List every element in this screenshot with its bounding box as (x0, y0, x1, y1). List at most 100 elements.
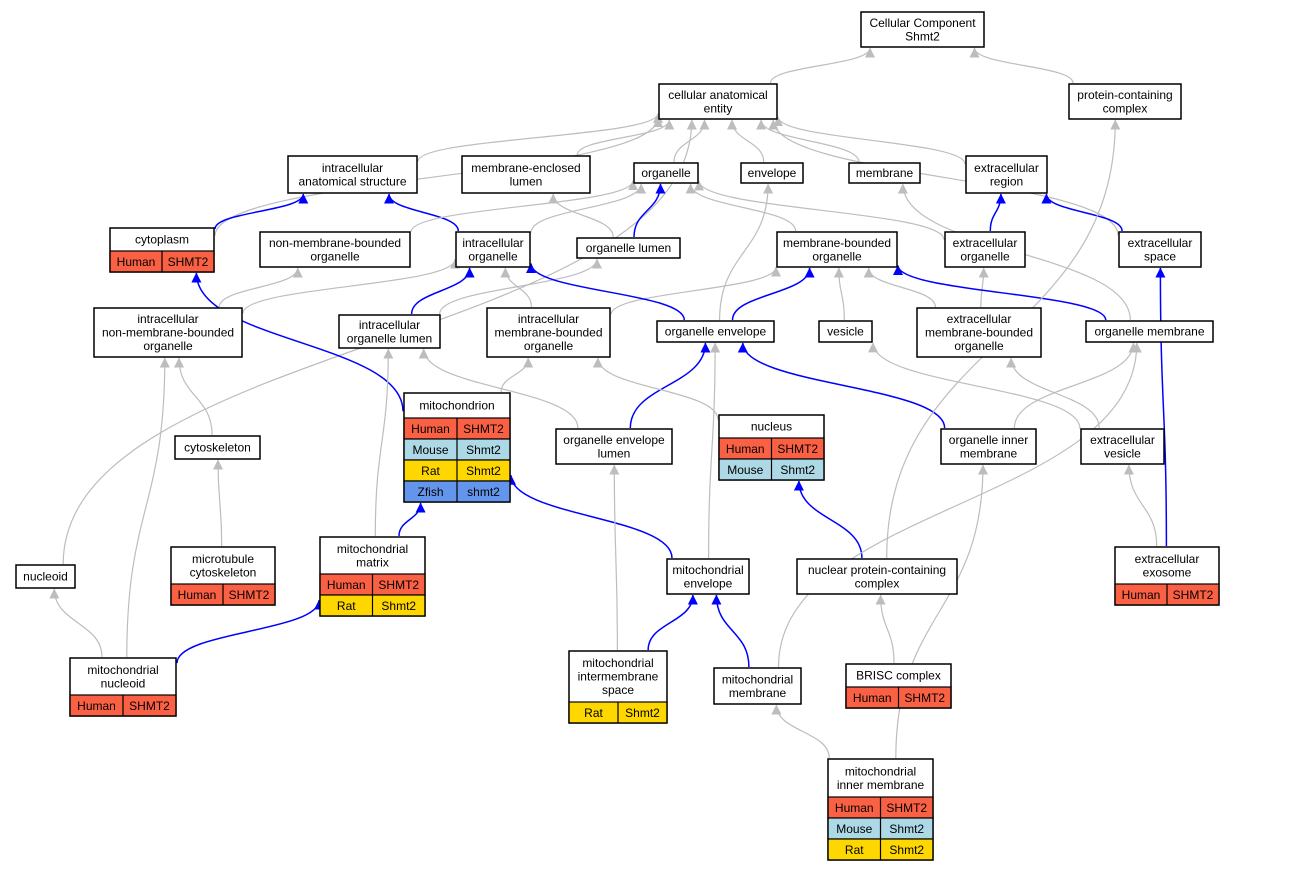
edge-omem-to-mbo (893, 265, 1107, 321)
edge-embo-to-mbo (863, 267, 936, 308)
edge-exo-to-exspace (1155, 267, 1168, 547)
edge-exorg-to-organelle (694, 180, 945, 240)
node-outline (319, 536, 426, 617)
node-outline (848, 162, 921, 184)
edge-embo-to-exorg (978, 267, 989, 308)
node-outline (174, 435, 261, 460)
node-olumen[interactable]: organelle lumen (576, 237, 681, 259)
node-label-line: extracellular (974, 161, 1039, 175)
gene-symbol: SHMT2 (378, 578, 419, 592)
node-membrane[interactable]: membrane (848, 162, 921, 184)
node-label-line: membrane (960, 446, 1018, 460)
node-label-line: intracellular (137, 312, 198, 326)
node-label-line: membrane-bounded (783, 236, 891, 250)
node-label-line: membrane-bounded (494, 326, 602, 340)
node-label-line: extracellular (953, 236, 1018, 250)
node-outline (1114, 546, 1220, 606)
edge-exves-to-embo (1006, 357, 1100, 429)
node-outline (658, 83, 778, 120)
node-outline (455, 231, 531, 268)
edge-io-to-ias (384, 193, 460, 232)
node-cytosk[interactable]: cytoskeleton (174, 435, 261, 460)
node-outline (287, 155, 418, 194)
gene-symbol: SHMT2 (129, 699, 170, 713)
node-label-line: non-membrane-bounded (269, 236, 401, 250)
edge-olumen-to-organelle (633, 183, 666, 238)
node-label-line: nuclear protein-containing (808, 563, 946, 577)
species-name: Human (117, 255, 156, 269)
node-label-line: membrane (856, 166, 914, 180)
node-organelle[interactable]: organelle (633, 162, 699, 184)
node-outline (568, 650, 668, 724)
edge-inmbo-to-io (242, 258, 460, 314)
node-vesicle[interactable]: vesicle (818, 320, 873, 343)
edge-mims-to-menv (647, 594, 698, 651)
node-outline (666, 558, 750, 595)
edge-mims-to-oel (609, 464, 620, 651)
node-label-line: organelle envelope (665, 325, 767, 339)
node-label-line: intermembrane (578, 670, 659, 684)
node-envelope[interactable]: envelope (740, 162, 804, 184)
node-outline (944, 231, 1026, 268)
node-label-line: vesicle (1104, 446, 1141, 460)
edge-mito-to-cytoplasm (191, 272, 404, 412)
node-outline (827, 758, 934, 861)
node-omem[interactable]: organelle membrane (1085, 320, 1214, 343)
node-outline (555, 428, 673, 465)
edge-cae-to-root (769, 47, 875, 84)
species-name: Mouse (836, 822, 872, 836)
node-label-line: organelle (641, 166, 691, 180)
node-outline (1118, 231, 1202, 268)
node-label-line: intracellular (359, 318, 420, 332)
node-label-line: mitochondrial (337, 542, 408, 556)
species-name: Rat (845, 843, 864, 857)
edge-mmatrix-to-iol (374, 348, 394, 537)
node-label-line: organelle (812, 249, 862, 263)
node-label-line: entity (704, 101, 733, 115)
node-label-line: space (1144, 249, 1176, 263)
node-outline (486, 307, 611, 358)
node-label-line: envelope (748, 166, 797, 180)
node-label-line: space (602, 683, 634, 697)
node-inmbo[interactable]: intracellularnon-membrane-boundedorganel… (93, 307, 243, 358)
node-nucleoid[interactable]: nucleoid (15, 564, 76, 589)
gene-symbol: Shmt2 (889, 822, 924, 836)
edge-envelope-to-cae (727, 119, 765, 163)
node-outline (916, 307, 1042, 358)
node-label-line: organelle lumen (586, 241, 671, 255)
edge-oim-to-omem (1013, 342, 1139, 429)
node-label-line: BRISC complex (856, 669, 941, 683)
node-outline (845, 663, 952, 709)
node-oenv[interactable]: organelle envelope (656, 320, 775, 343)
